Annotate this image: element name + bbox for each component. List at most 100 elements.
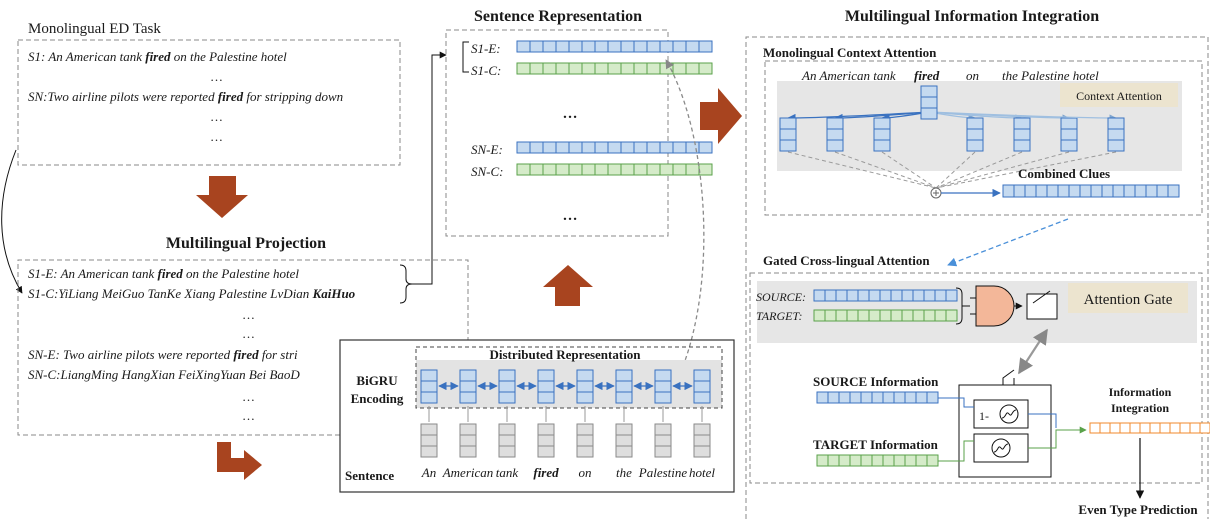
bigru-word: American [442,465,494,480]
mono-s1: S1: An American tank fired on the Palest… [28,49,287,64]
vector-cell [779,128,797,141]
vector-cell [1013,139,1031,152]
rep-vec-s1c [516,62,713,75]
context-attention-tag [1060,83,1178,107]
target-label: TARGET: [756,309,802,323]
attention-gate-label: Attention Gate [1084,292,1173,308]
info-integration-vector [1089,422,1210,434]
vector-cell [779,117,797,130]
vector-cell [860,454,873,467]
vector-cell [966,128,984,141]
vector-cell [615,434,633,447]
proj-dots-4: … [242,408,255,423]
vector-cell [1179,422,1191,434]
vector-cell [529,62,544,75]
vector-cell [934,289,947,302]
vector-cell [576,434,594,447]
vector-cell [615,380,633,393]
one-minus-label: 1- [979,409,989,423]
vector-cell [654,434,672,447]
vector-cell [826,128,844,141]
vector-cell [459,380,477,393]
and-gate-icon [975,285,1015,327]
vector-cell [1167,184,1180,198]
vector-cell [537,380,555,393]
vector-cell [693,423,711,436]
vector-cell [893,391,906,404]
monolingual-ed-task: Monolingual ED Task S1: An American tank… [17,21,401,166]
vector-cell [824,309,837,322]
gated-box [749,272,1203,484]
vector-cell [912,309,925,322]
source-flow-line [938,397,974,408]
attention-gate-tag [1068,283,1188,313]
sentence-rep-title: Sentence Representation [474,8,642,25]
vector-cell [607,40,622,53]
vector-cell [555,40,570,53]
vector-cell [594,163,609,176]
gated-title: Gated Cross-lingual Attention [763,253,930,268]
vector-cell [542,62,557,75]
context-sum-link [787,151,937,189]
vector-cell [1060,139,1078,152]
vector-cell [654,369,672,382]
vector-cell [654,423,672,436]
and-gate-inputs [970,297,976,315]
vector-cell [873,128,891,141]
context-title: Monolingual Context Attention [763,45,937,60]
vector-cell [1112,184,1125,198]
vector-cell [516,141,531,154]
context-attention-arrow [928,111,1117,122]
vector-cell [529,163,544,176]
vector-cell [594,62,609,75]
vector-cell [685,40,700,53]
mono-sn: SN:Two airline pilots were reported fire… [28,89,343,104]
source-info-label: SOURCE Information [813,374,939,389]
proj-s1e: S1-E: An American tank fired on the Pale… [28,266,299,281]
vector-cell [890,289,903,302]
proj-dots-1: … [242,307,255,322]
context-sum-link [935,151,1117,189]
proj-s1c: S1-C:YiLiang MeiGuo TanKe Xiang Palestin… [28,286,356,301]
context-sum-link [935,151,976,189]
vector-cell [685,62,700,75]
vector-cell [824,289,837,302]
bigru-encoding: Distributed Representation BiGRU Encodin… [339,339,735,493]
vector-cell [849,391,862,404]
vector-cell [516,62,531,75]
vector-cell [1013,117,1031,130]
vector-cell [926,391,939,404]
target-flow-line [938,440,974,462]
vector-cell [871,454,884,467]
rep-vec-sne [516,141,713,154]
rep-dots-2: … [563,208,578,224]
vector-cell [1035,184,1048,198]
info-integration-label-2: Integration [1111,401,1169,415]
vector-cell [537,423,555,436]
vector-cell [1189,422,1201,434]
proj-bracket [399,264,413,304]
vector-cell [882,454,895,467]
vector-cell [1149,422,1161,434]
vector-cell [594,141,609,154]
sentence-rep-box [445,29,669,237]
bigru-box [339,339,735,493]
rep-vec-s1e [516,40,713,53]
source-info-vector [816,391,939,404]
vector-cell [633,163,648,176]
bigru-cells [420,369,711,458]
top-sigmoid-out [1028,413,1057,428]
vector-cell [1079,184,1092,198]
gate-link-arrow [1018,328,1048,375]
vector-cell [698,40,713,53]
vector-cell [646,62,661,75]
vector-cell [529,141,544,154]
combined-clues-label: Combined Clues [1018,166,1110,181]
curved-arrow-left [1,149,23,294]
vector-cell [581,141,596,154]
vector-cell [1109,422,1121,434]
integration-switch-icon [1002,369,1015,385]
vector-cell [576,423,594,436]
context-sentence-b: the Palestine hotel [1002,68,1099,83]
vector-cell [879,289,892,302]
